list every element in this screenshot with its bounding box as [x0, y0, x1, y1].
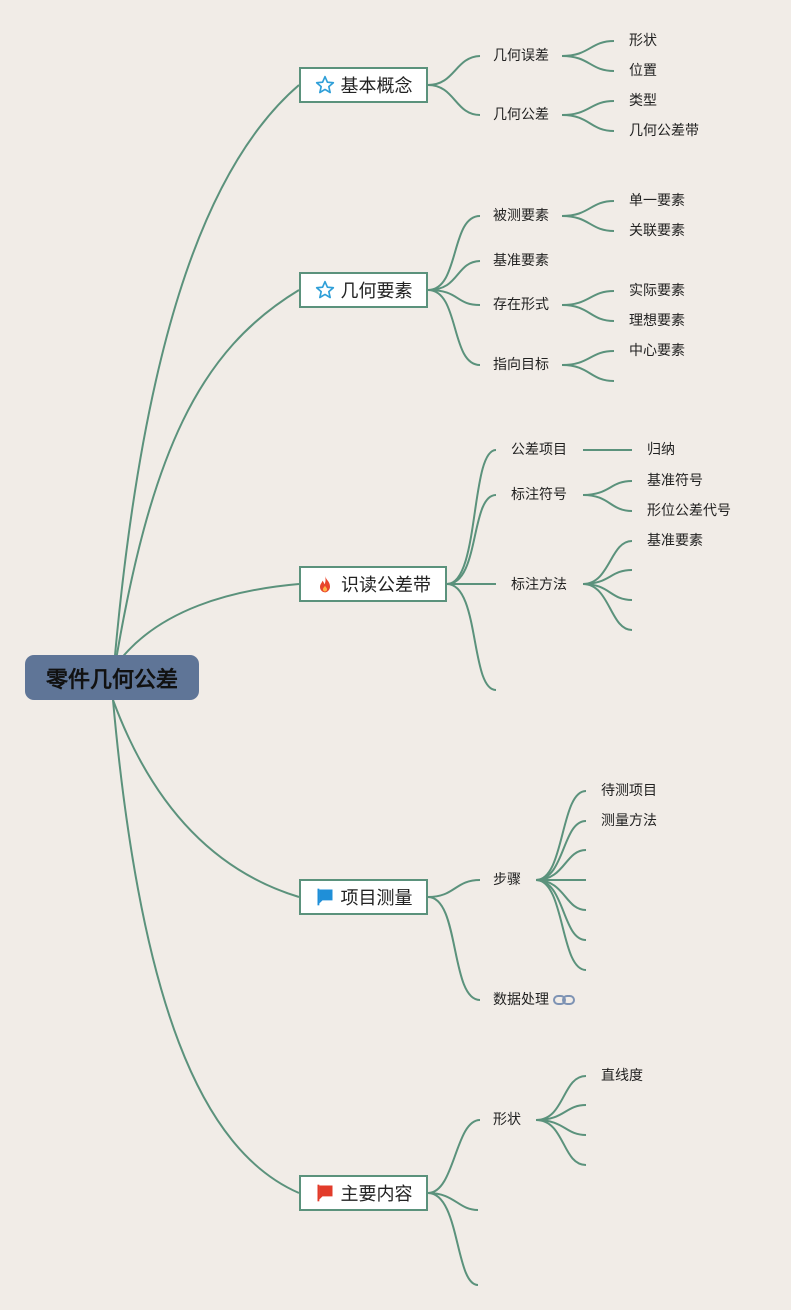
leaf-related-element[interactable]: 关联要素 [629, 223, 685, 239]
subtopic-target[interactable]: 指向目标 [493, 357, 549, 373]
subtopic-datum-element[interactable]: 基准要素 [493, 253, 549, 269]
topic-label: 主要内容 [340, 1184, 413, 1205]
leaf-tolerance-zone[interactable]: 几何公差带 [629, 123, 699, 139]
subtopic-existence-form[interactable]: 存在形式 [493, 297, 549, 313]
leaf-ideal-element[interactable]: 理想要素 [629, 313, 685, 329]
topic-geometric-elements[interactable]: 几何要素 [299, 272, 428, 308]
subtopic-marking-symbol[interactable]: 标注符号 [511, 487, 567, 503]
subtopic-marking-method[interactable]: 标注方法 [511, 577, 567, 593]
topic-basic-concepts[interactable]: 基本概念 [299, 67, 428, 103]
topic-main-content[interactable]: 主要内容 [299, 1175, 428, 1211]
topic-read-tolerance-zone[interactable]: 识读公差带 [299, 566, 447, 602]
leaf-datum-symbol[interactable]: 基准符号 [647, 473, 703, 489]
subtopic-label: 数据处理 [493, 992, 549, 1008]
topic-label: 识读公差带 [341, 575, 431, 596]
leaf-center-element[interactable]: 中心要素 [629, 343, 685, 359]
leaf-actual-element[interactable]: 实际要素 [629, 283, 685, 299]
leaf-datum-element[interactable]: 基准要素 [647, 533, 703, 549]
subtopic-tolerance-item[interactable]: 公差项目 [511, 442, 567, 458]
leaf-tolerance-code[interactable]: 形位公差代号 [647, 503, 731, 519]
subtopic-measured-element[interactable]: 被测要素 [493, 208, 549, 224]
leaf-measurement-method[interactable]: 测量方法 [601, 813, 657, 829]
subtopic-form[interactable]: 形状 [493, 1112, 521, 1128]
subtopic-data-processing[interactable]: 数据处理 [493, 991, 575, 1009]
root-topic[interactable]: 零件几何公差 [25, 655, 199, 700]
topic-label: 基本概念 [340, 76, 413, 97]
star-icon [315, 75, 334, 94]
fire-icon [320, 575, 330, 593]
blue-flag-icon [317, 888, 332, 906]
red-flag-icon [317, 1184, 332, 1202]
leaf-single-element[interactable]: 单一要素 [629, 193, 685, 209]
topic-label: 几何要素 [340, 281, 413, 302]
link-icon[interactable] [553, 994, 575, 1006]
star-icon [315, 280, 334, 299]
topic-item-measurement[interactable]: 项目测量 [299, 879, 428, 915]
subtopic-steps[interactable]: 步骤 [493, 872, 521, 888]
subtopic-geometric-tolerance[interactable]: 几何公差 [493, 107, 549, 123]
root-title: 零件几何公差 [45, 667, 178, 693]
topic-label: 项目测量 [340, 888, 413, 909]
leaf-summary[interactable]: 归纳 [647, 442, 675, 458]
subtopic-geometric-error[interactable]: 几何误差 [493, 48, 549, 64]
leaf-type[interactable]: 类型 [629, 93, 657, 109]
leaf-items-to-measure[interactable]: 待测项目 [601, 783, 657, 799]
leaf-position[interactable]: 位置 [629, 63, 657, 79]
leaf-straightness[interactable]: 直线度 [601, 1068, 643, 1084]
leaf-shape[interactable]: 形状 [629, 33, 657, 49]
